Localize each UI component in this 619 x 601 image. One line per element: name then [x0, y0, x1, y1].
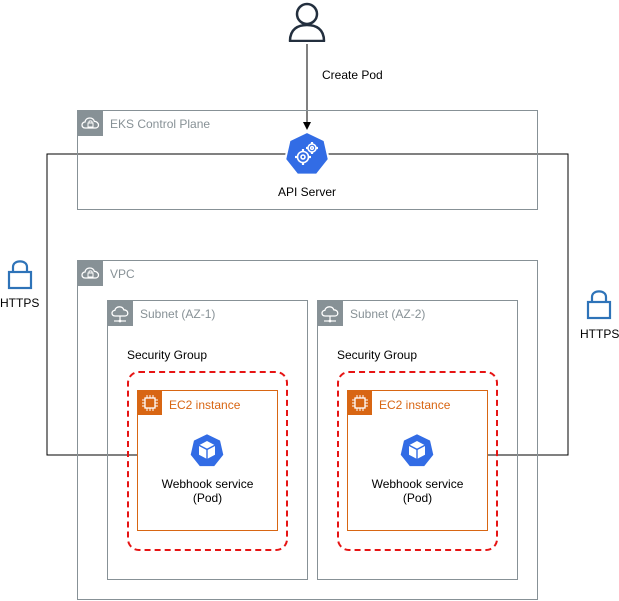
security-group-az1-label: Security Group — [127, 348, 208, 362]
security-group-az2 — [337, 371, 498, 551]
vpc-group: VPC — [77, 260, 538, 600]
webhook-service-az2-line2: (Pod) — [402, 491, 433, 505]
api-server-icon — [283, 130, 331, 178]
webhook-service-az1-line2: (Pod) — [192, 491, 223, 505]
subnet-icon — [108, 301, 133, 326]
lock-icon — [7, 258, 33, 290]
subnet-icon — [318, 301, 343, 326]
webhook-service-az2-line1: Webhook service — [371, 477, 464, 491]
vpc-cloud-icon — [78, 261, 103, 286]
vpc-label: VPC — [110, 267, 135, 281]
chip-icon — [138, 391, 162, 415]
pod-icon-az2 — [398, 432, 436, 470]
security-group-az1 — [127, 371, 288, 551]
webhook-service-az1-line1: Webhook service — [161, 477, 254, 491]
subnet-az2-label: Subnet (AZ-2) — [350, 307, 426, 321]
security-group-az2-label: Security Group — [337, 348, 418, 362]
user-icon — [288, 2, 326, 43]
chip-icon — [348, 391, 372, 415]
ec2-instance-az2-label: EC2 instance — [379, 398, 451, 412]
subnet-az1-group: Subnet (AZ-1) — [107, 300, 308, 580]
eks-control-plane-label: EKS Control Plane — [110, 117, 211, 131]
create-pod-label: Create Pod — [322, 68, 383, 82]
subnet-az1-label: Subnet (AZ-1) — [140, 307, 216, 321]
https-left-label: HTTPS — [0, 296, 40, 310]
lock-icon — [586, 288, 612, 320]
api-server-label: API Server — [277, 185, 337, 199]
ec2-instance-az1-label: EC2 instance — [169, 398, 241, 412]
pod-icon-az1 — [188, 432, 226, 470]
subnet-az2-group: Subnet (AZ-2) — [317, 300, 518, 580]
https-right-label: HTTPS — [580, 327, 619, 341]
cloud-icon — [78, 111, 103, 136]
eks-control-plane-group: EKS Control Plane — [77, 110, 538, 210]
